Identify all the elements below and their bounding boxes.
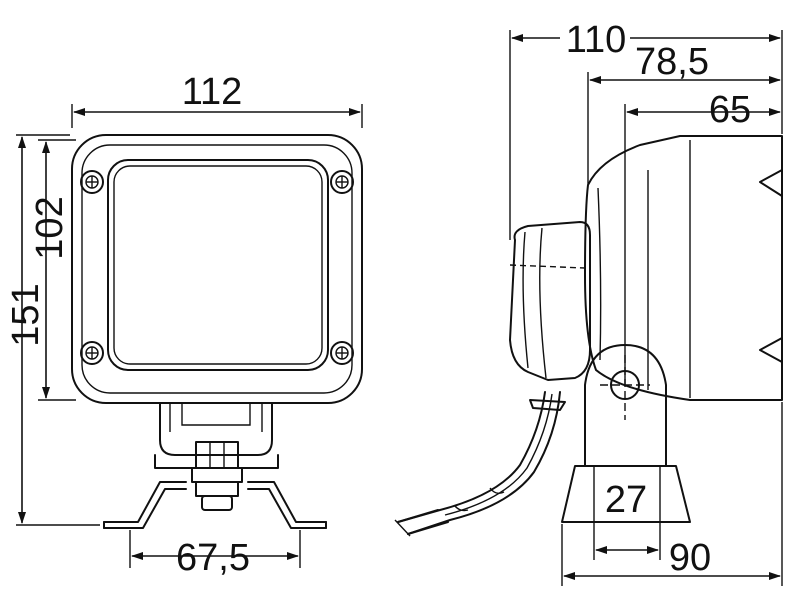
dimension-front-bracket-spacing: 67,5: [129, 530, 301, 579]
dimension-side-foot-hole: 27: [593, 479, 661, 560]
screw-icon: [80, 170, 104, 194]
dimension-front-total-height: 151: [5, 134, 100, 526]
front-housing-inner: [81, 144, 353, 394]
front-lens-inner: [113, 165, 323, 365]
screw-icon: [330, 341, 354, 365]
front-bracket: [103, 481, 327, 523]
dimension-front-width: 112: [71, 71, 363, 128]
label-side-foot-hole: 27: [605, 479, 647, 521]
side-rear-cap: [509, 221, 591, 381]
screw-icon: [80, 341, 104, 365]
dimension-side-housing-depth: 78,5: [587, 41, 781, 185]
side-pivot-bracket: [584, 344, 667, 467]
label-side-foot-width: 90: [669, 537, 711, 579]
side-cable: [397, 391, 546, 523]
label-front-lens-height: 102: [29, 196, 71, 259]
screw-icon: [330, 170, 354, 194]
side-notch-bottom: [759, 337, 783, 363]
dimension-side-lens-depth: 65: [624, 89, 781, 150]
side-housing: [584, 135, 783, 401]
label-side-total-depth: 110: [566, 19, 627, 61]
dimension-side-total-depth: 110: [509, 14, 783, 240]
label-front-total-height: 151: [5, 283, 47, 346]
label-side-housing-depth: 78,5: [635, 41, 709, 83]
label-front-width: 112: [182, 71, 243, 113]
front-housing-outer: [71, 134, 363, 404]
side-foot: [561, 465, 691, 523]
side-notch-top: [759, 169, 783, 197]
dimension-side-foot-width: 90: [561, 402, 783, 586]
label-front-bracket-spacing: 67,5: [176, 537, 250, 579]
front-mount-neck: [159, 402, 273, 456]
dimension-front-lens-height: 102: [29, 139, 76, 401]
label-side-lens-depth: 65: [709, 89, 751, 131]
front-view: [71, 134, 363, 529]
side-view: [394, 135, 783, 537]
front-lens: [107, 159, 329, 371]
